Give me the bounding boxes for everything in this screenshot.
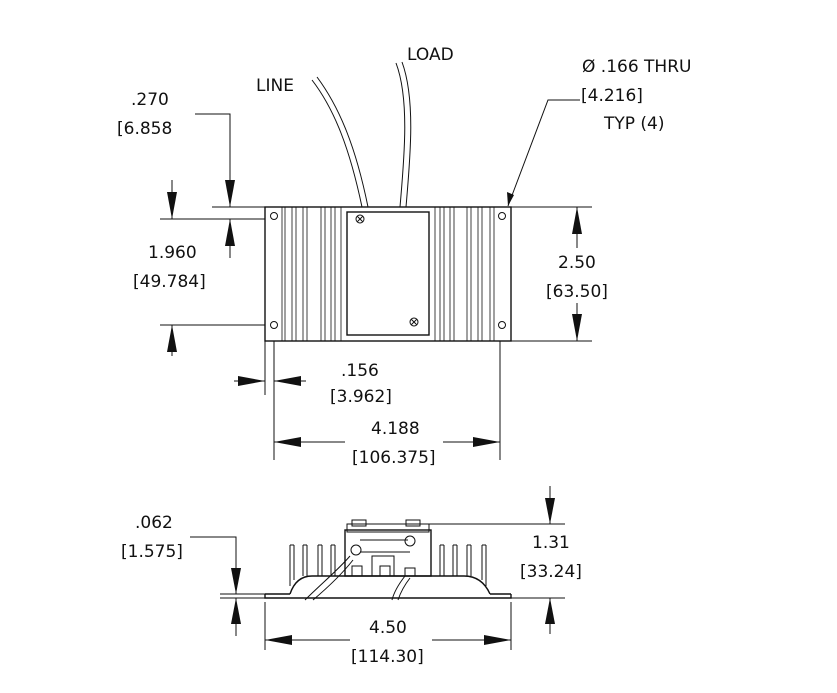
side-view xyxy=(264,519,512,601)
side-terminal-icon xyxy=(350,519,421,577)
side-relay-body xyxy=(344,529,432,577)
dim-062-in: .062 xyxy=(135,513,173,533)
heatsink-outline xyxy=(264,206,512,342)
dim-131-mm: [33.24] xyxy=(520,562,582,582)
side-relay-top xyxy=(346,523,430,533)
mounting-hole-icon xyxy=(270,212,506,329)
relay-base xyxy=(340,206,436,342)
dim-250-arrows xyxy=(572,207,582,341)
line-label: LINE xyxy=(256,76,294,96)
dim-1960-arrows xyxy=(167,180,177,356)
relay-module xyxy=(346,211,430,336)
dim-450-in: 4.50 xyxy=(369,618,407,638)
dim-270-mm: [6.858 xyxy=(117,119,172,139)
dim-450-mm: [114.30] xyxy=(351,647,424,667)
hole-typ-label: TYP (4) xyxy=(603,114,665,134)
dim-250-in: 2.50 xyxy=(558,253,596,273)
dim-156-in: .156 xyxy=(341,361,379,381)
top-view xyxy=(264,61,512,342)
dim-270-leader xyxy=(195,113,235,258)
hole-leader xyxy=(507,99,580,207)
dim-1960-mm: [49.784] xyxy=(133,272,206,292)
dim-4188-arrows xyxy=(274,437,500,447)
dim-156-mm: [3.962] xyxy=(330,387,392,407)
dim-131-arrows xyxy=(429,486,565,634)
dim-062-leader xyxy=(190,536,265,636)
hole-diameter-mm-label: [4.216] xyxy=(581,86,643,106)
dim-156-arrows xyxy=(234,376,306,386)
dim-1960-in: 1.960 xyxy=(148,243,197,263)
dim-062-mm: [1.575] xyxy=(121,542,183,562)
heatsink-fins xyxy=(281,207,495,341)
dim-131-in: 1.31 xyxy=(532,533,570,553)
dim-4188-in: 4.188 xyxy=(371,419,420,439)
side-wire xyxy=(304,555,351,601)
load-label: LOAD xyxy=(407,45,454,65)
hole-diameter-label: Ø .166 THRU xyxy=(582,57,691,77)
dim-270-in: .270 xyxy=(131,90,169,110)
side-fins xyxy=(289,544,487,586)
dim-450-arrows xyxy=(264,602,512,650)
extension-lines-top xyxy=(160,206,592,460)
dim-4188-mm: [106.375] xyxy=(352,448,436,468)
lead-wires xyxy=(311,61,412,208)
terminal-screw-icon xyxy=(355,214,419,327)
dim-250-mm: [63.50] xyxy=(546,282,608,302)
